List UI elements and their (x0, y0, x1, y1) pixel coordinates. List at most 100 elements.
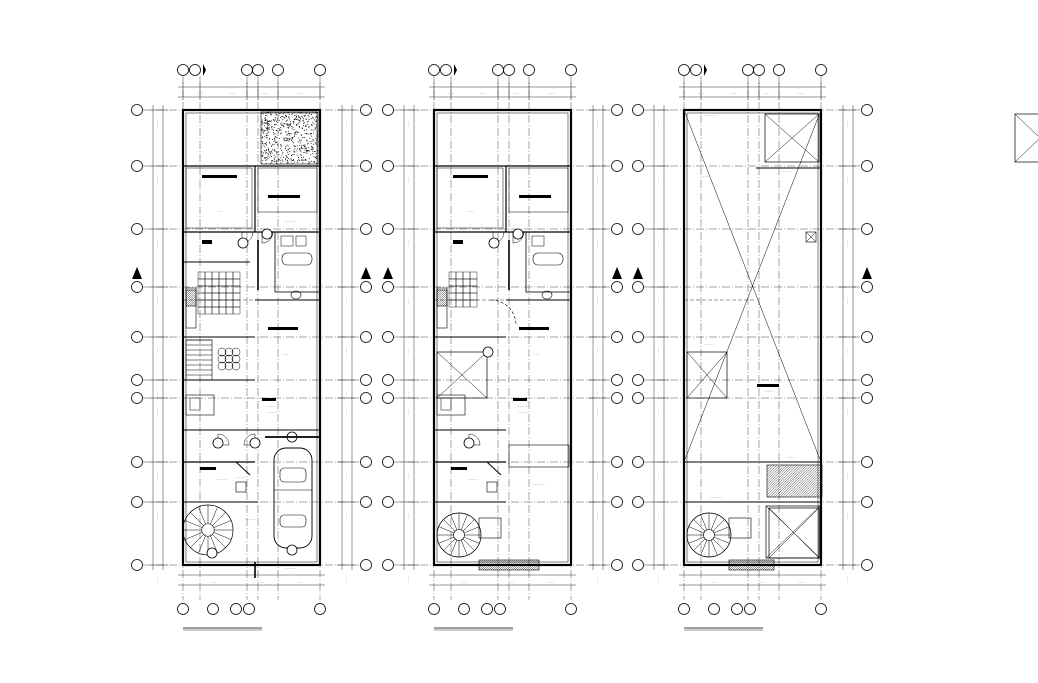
garden-dot (298, 126, 300, 128)
axis-bubble (314, 64, 326, 76)
floor-tile (204, 278, 213, 287)
floor-tile (225, 299, 234, 308)
hatch-line (767, 465, 778, 476)
dimension-label: - - - (595, 177, 599, 182)
garden-dot (286, 123, 288, 125)
floor-tile (232, 292, 241, 301)
garden-dot (311, 129, 313, 131)
garden-dot (262, 144, 264, 146)
garden-dot (265, 144, 267, 146)
garden-dot (307, 133, 309, 135)
garden-dot (292, 153, 294, 155)
dimension-label: - - - (595, 576, 599, 581)
garden-dot (266, 132, 268, 134)
floor-tile (448, 278, 457, 287)
garden-dot (297, 123, 299, 125)
garden-dot (277, 131, 279, 133)
hatch-line (729, 560, 736, 567)
axis-bubble (611, 496, 623, 508)
garden-dot (273, 126, 275, 128)
hatch-line (767, 465, 788, 486)
dimension-label: - - - (595, 409, 599, 414)
garden-dot (274, 157, 276, 159)
garden-dot (279, 112, 281, 114)
axis-bubble-circle (458, 603, 470, 615)
garden-dot (267, 158, 269, 160)
axis-bubble-circle (861, 223, 873, 235)
garden-dot (289, 134, 291, 136)
garden-dot (273, 158, 275, 160)
axis-bubble-circle (611, 281, 623, 293)
room-name-tag (268, 327, 298, 330)
garden-dot (308, 116, 310, 118)
garden-dot (276, 153, 278, 155)
void-border (1014, 113, 1038, 163)
spiral-step (438, 526, 455, 534)
axis-bubble-circle (611, 392, 623, 404)
garden-dot (265, 128, 267, 130)
floor-tile (218, 306, 227, 315)
garden-dot (270, 151, 272, 153)
garden-dot (271, 161, 273, 163)
axis-bubble-circle (382, 392, 394, 404)
hatch-line (767, 465, 785, 483)
hatch-line (772, 465, 805, 497)
garden-dot (301, 134, 303, 136)
garden-dot (274, 124, 276, 126)
axis-bubble (428, 603, 440, 615)
garden-dot (286, 138, 288, 140)
garden-dot (278, 119, 280, 121)
garden-dot (292, 159, 294, 161)
garden-dot (304, 144, 306, 146)
hatch-line (440, 299, 447, 306)
plan-interior: - - -- - -- - - - -- - - - -- - - - -- -… (434, 113, 821, 571)
garden-dot (265, 153, 267, 155)
hatch-line (520, 560, 532, 570)
hatch-line (779, 465, 813, 497)
garden-dot (291, 158, 293, 160)
garden-dot (288, 123, 290, 125)
spiral-step (212, 512, 226, 526)
garden-dot (283, 139, 285, 141)
garden-dot (276, 113, 278, 115)
garden-dot (294, 118, 296, 120)
axis-bubble (632, 223, 644, 235)
garden-dot (278, 114, 280, 116)
dimension-label: - - - (656, 513, 660, 518)
garden-dot (299, 145, 301, 147)
garden-dot (290, 133, 292, 135)
bathroom-fixture (531, 235, 545, 247)
room-bedroom-2 (508, 167, 569, 213)
garden-dot (260, 141, 262, 143)
hatch-line (740, 560, 752, 570)
garden-dot (305, 147, 307, 149)
stair-arc (490, 299, 517, 326)
garden-dot (279, 128, 281, 130)
car-rear-window (279, 514, 307, 528)
garden-dot (302, 117, 304, 119)
garden-dot (286, 161, 288, 163)
axis-bubble (382, 281, 394, 293)
axis-bubble-circle (678, 64, 690, 76)
hatch-line (479, 560, 490, 570)
garden-dot (288, 114, 290, 116)
garden-dot (300, 159, 302, 161)
dimension-label: - - - (461, 580, 466, 584)
hatch-line (744, 560, 756, 570)
garden-dot (270, 113, 272, 115)
plant-circle (224, 361, 234, 371)
hatch-line (186, 290, 195, 299)
axis-bubble (131, 496, 143, 508)
floor-tile (197, 306, 206, 315)
garden-dot (311, 116, 313, 118)
garden-dot (261, 127, 263, 129)
garden-dot (315, 138, 317, 140)
floor-tile (218, 292, 227, 301)
garden-dot (274, 142, 276, 144)
hatch-line (752, 560, 764, 570)
axis-bubble-circle (230, 603, 242, 615)
garden-dot (288, 126, 290, 128)
hatch-line (186, 290, 196, 301)
spiral-step (460, 514, 468, 531)
garden-dot (288, 125, 290, 127)
